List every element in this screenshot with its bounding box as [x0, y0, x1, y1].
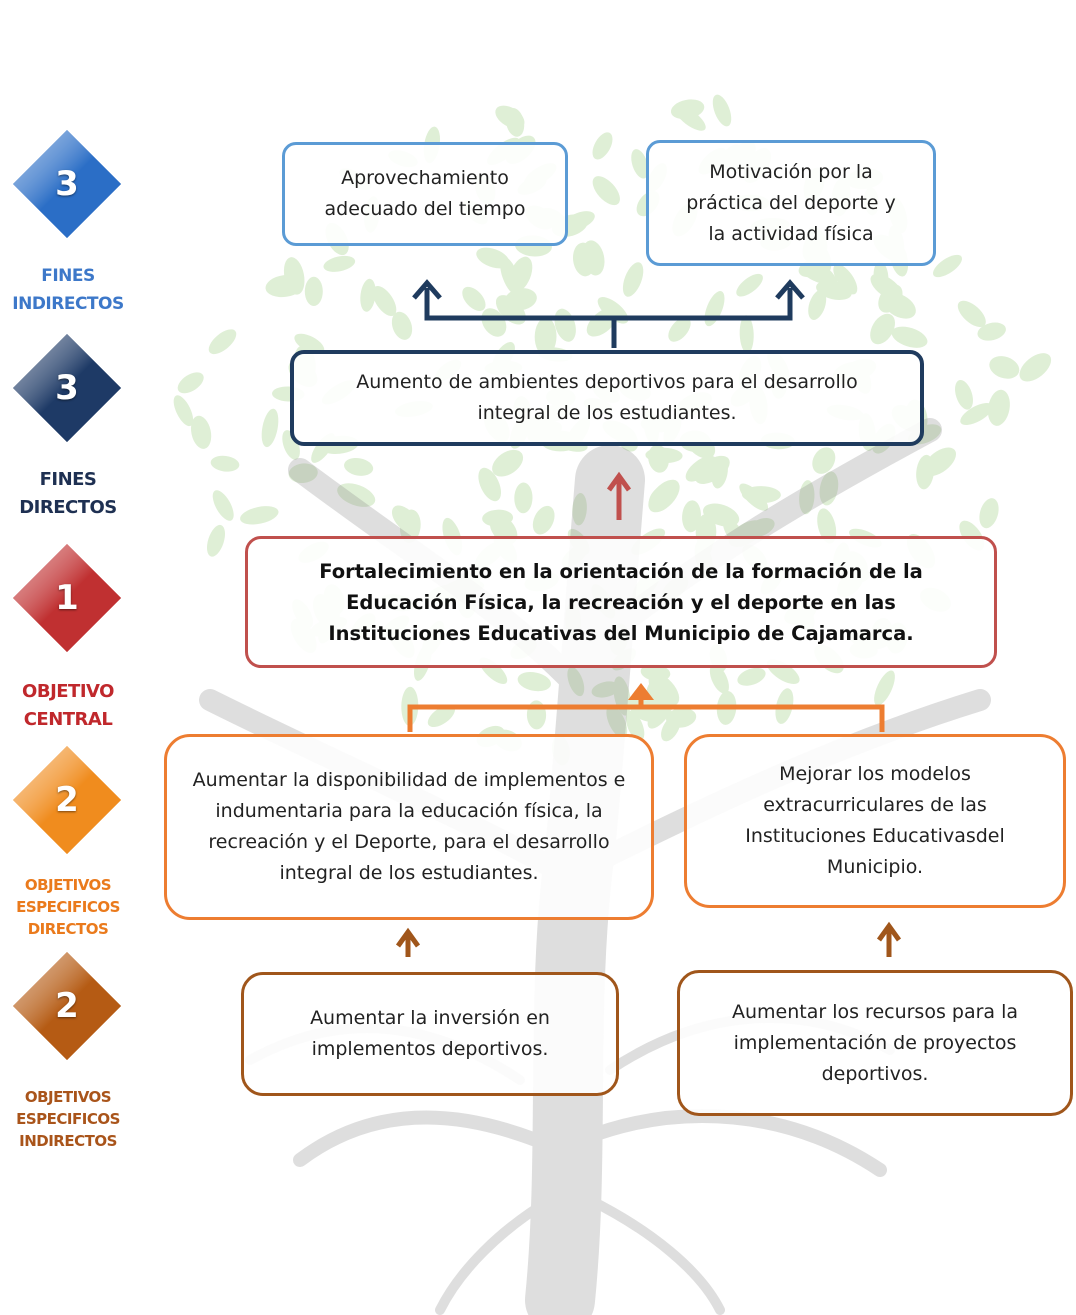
box-especifico-directo-2: Mejorar los modelos extracurriculares de…	[684, 734, 1066, 908]
connector-fines	[424, 288, 793, 348]
box-fin-directo-text: Aumento de ambientes deportivos para el …	[356, 371, 858, 424]
arrow-fin-directo	[606, 471, 632, 492]
legend-diamond-1	[13, 130, 121, 238]
box-fin-indirecto-2-text: Motivación por la práctica del deporte y…	[686, 160, 896, 245]
legend-number-4: 2	[55, 780, 79, 820]
legend-diamond-2	[13, 334, 121, 442]
box-especifico-directo-1: Aumentar la disponibilidad de implemento…	[164, 734, 654, 920]
arrow-fin-indirecto-2	[775, 279, 805, 300]
arrow-especifico-1	[395, 927, 421, 957]
legend-label-3: OBJETIVO CENTRAL	[22, 681, 114, 730]
box-especifico-indirecto-1: Aumentar la inversión en implementos dep…	[241, 972, 619, 1096]
legend-diamond-5	[13, 952, 121, 1060]
legend-diamond-4	[13, 746, 121, 854]
arrow-fin-indirecto-1	[412, 279, 442, 300]
box-fin-indirecto-2: Motivación por la práctica del deporte y…	[646, 140, 936, 266]
box-fin-indirecto-1-text: Aprovechamiento adecuado del tiempo	[324, 167, 526, 220]
box-especifico-indirecto-1-text: Aumentar la inversión en implementos dep…	[310, 1007, 550, 1060]
legend-label-5: OBJETIVOS ESPECIFICOS INDIRECTOS	[16, 1088, 120, 1150]
box-fin-directo: Aumento de ambientes deportivos para el …	[290, 350, 924, 446]
box-objetivo-central: Fortalecimiento en la orientación de la …	[245, 536, 997, 668]
box-especifico-directo-1-text: Aumentar la disponibilidad de implemento…	[192, 769, 626, 884]
legend-number-1: 3	[55, 164, 79, 204]
box-especifico-directo-2-text: Mejorar los modelos extracurriculares de…	[745, 763, 1005, 878]
arrow-central	[628, 683, 654, 700]
box-objetivo-central-text: Fortalecimiento en la orientación de la …	[319, 559, 923, 645]
legend-number-5: 2	[55, 986, 79, 1026]
legend-number-2: 3	[55, 368, 79, 408]
legend-diamond-3	[13, 544, 121, 652]
legend-label-4: OBJETIVOS ESPECIFICOS DIRECTOS	[16, 876, 120, 938]
arrow-especifico-2	[876, 921, 902, 957]
box-especifico-indirecto-2: Aumentar los recursos para la implementa…	[677, 970, 1073, 1116]
legend-number-3: 1	[55, 578, 79, 618]
legend-label-2: FINES DIRECTOS	[19, 469, 117, 518]
legend-label-1: FINES INDIRECTOS	[12, 266, 124, 314]
box-fin-indirecto-1: Aprovechamiento adecuado del tiempo	[282, 142, 568, 246]
box-especifico-indirecto-2-text: Aumentar los recursos para la implementa…	[731, 1000, 1019, 1085]
